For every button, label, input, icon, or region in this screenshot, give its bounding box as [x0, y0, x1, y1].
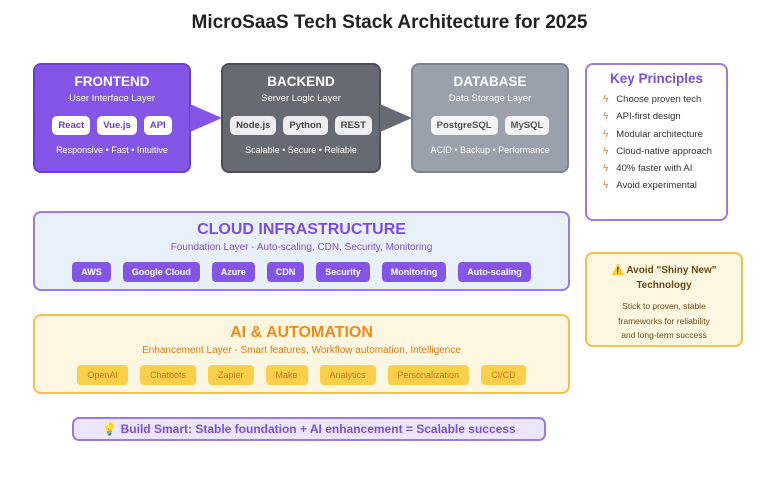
cloud-subtitle: Foundation Layer - Auto-scaling, CDN, Se…: [170, 242, 433, 253]
pill-zapier: Zapier: [207, 365, 254, 385]
backend-chips: Node.js Python REST: [223, 116, 379, 135]
lightning-icon: ϟ: [603, 128, 609, 140]
principle-label: API-first design: [616, 111, 681, 123]
warning-body-line1: Stick to proven, stable: [622, 301, 706, 311]
cloud-pills: AWS Google Cloud Azure CDN Security Moni…: [35, 262, 568, 282]
cloud-heading: CLOUD INFRASTRUCTURE: [197, 221, 406, 238]
backend-box: BACKEND Server Logic Layer Node.js Pytho…: [221, 63, 381, 173]
principle-label: Choose proven tech: [616, 94, 702, 105]
warning-heading-line1: Avoid "Shiny New": [626, 265, 717, 276]
principle-item: ϟ API-first design: [603, 111, 726, 122]
ai-heading: AI & AUTOMATION: [230, 324, 373, 341]
backend-heading: BACKEND: [267, 74, 335, 89]
cloud-infrastructure-box: CLOUD INFRASTRUCTURE Foundation Layer - …: [33, 211, 570, 291]
frontend-footer: Responsive • Fast • Intuitive: [56, 145, 168, 155]
principle-item: ϟ Cloud-native approach: [603, 146, 726, 157]
principle-label: Cloud-native approach: [616, 145, 712, 157]
pill-monitoring: Monitoring: [381, 262, 447, 282]
principle-label: Avoid experimental: [616, 180, 697, 192]
database-heading: DATABASE: [453, 74, 527, 89]
chip-rest: REST: [334, 116, 372, 135]
warning-icon: ⚠️: [611, 265, 624, 276]
pill-make: Make: [265, 365, 308, 385]
warning-heading-line2: Technology: [636, 280, 692, 291]
pill-aws: AWS: [72, 262, 111, 282]
lightning-icon: ϟ: [603, 94, 609, 105]
frontend-subtitle: User Interface Layer: [68, 93, 156, 104]
backend-subtitle: Server Logic Layer: [261, 93, 341, 104]
lightning-icon: ϟ: [603, 180, 609, 192]
warning-callout: ⚠️ Avoid "Shiny New" Technology Stick to…: [585, 252, 743, 347]
warning-heading: ⚠️ Avoid "Shiny New" Technology: [587, 263, 741, 293]
warning-body: Stick to proven, stable frameworks for r…: [587, 299, 741, 343]
pill-cicd: CI/CD: [481, 365, 526, 385]
principle-item: ϟ Choose proven tech: [603, 94, 726, 105]
pill-cdn: CDN: [266, 262, 305, 282]
warning-body-line3: and long-term success: [621, 330, 707, 340]
chip-python: Python: [283, 116, 328, 135]
database-subtitle: Data Storage Layer: [448, 93, 532, 104]
pill-google-cloud: Google Cloud: [122, 262, 200, 282]
ai-automation-box: AI & AUTOMATION Enhancement Layer - Smar…: [33, 314, 570, 394]
key-principles-heading: Key Principles: [609, 71, 704, 86]
principle-label: Modular architecture: [616, 128, 703, 140]
chip-postgresql: PostgreSQL: [430, 116, 498, 135]
build-smart-banner: 💡 Build Smart: Stable foundation + AI en…: [72, 417, 546, 441]
warning-body-line2: frameworks for reliability: [618, 315, 710, 326]
backend-footer: Scalable • Secure • Reliable: [245, 145, 357, 155]
principle-item: ϟ Avoid experimental: [603, 180, 726, 191]
principle-label: 40% faster with AI: [616, 163, 693, 175]
arrow-backend-database: [380, 104, 412, 132]
lightning-icon: ϟ: [603, 111, 609, 123]
pill-auto-scaling: Auto-scaling: [458, 262, 531, 282]
pill-chatbots: Chatbots: [139, 365, 196, 385]
ai-pills: OpenAI Chatbots Zapier Make Analytics Pe…: [35, 365, 568, 385]
principle-item: ϟ 40% faster with AI: [603, 163, 726, 174]
database-chips: PostgreSQL MySQL: [413, 116, 567, 135]
chip-mysql: MySQL: [504, 116, 550, 135]
pill-analytics: Analytics: [319, 365, 376, 385]
frontend-heading: FRONTEND: [74, 74, 150, 89]
lightning-icon: ϟ: [603, 145, 609, 157]
chip-react: React: [52, 116, 91, 135]
chip-vuejs: Vue.js: [97, 116, 137, 135]
page-title: MicroSaaS Tech Stack Architecture for 20…: [191, 12, 588, 33]
banner-text: Build Smart: Stable foundation + AI enha…: [120, 422, 516, 436]
pill-openai: OpenAI: [77, 365, 128, 385]
database-box: DATABASE Data Storage Layer PostgreSQL M…: [411, 63, 569, 173]
lightbulb-icon: 💡: [102, 422, 118, 436]
ai-subtitle: Enhancement Layer - Smart features, Work…: [142, 345, 461, 356]
lightning-icon: ϟ: [603, 163, 609, 175]
arrow-frontend-backend: [190, 104, 222, 132]
database-footer: ACID • Backup • Performance: [430, 145, 550, 155]
frontend-box: FRONTEND User Interface Layer React Vue.…: [33, 63, 191, 173]
frontend-chips: React Vue.js API: [35, 116, 189, 135]
chip-api: API: [143, 116, 172, 135]
pill-personalization: Personalization: [387, 365, 470, 385]
chip-nodejs: Node.js: [230, 116, 277, 135]
pill-azure: Azure: [211, 262, 255, 282]
principle-item: ϟ Modular architecture: [603, 129, 726, 140]
pill-security: Security: [316, 262, 370, 282]
